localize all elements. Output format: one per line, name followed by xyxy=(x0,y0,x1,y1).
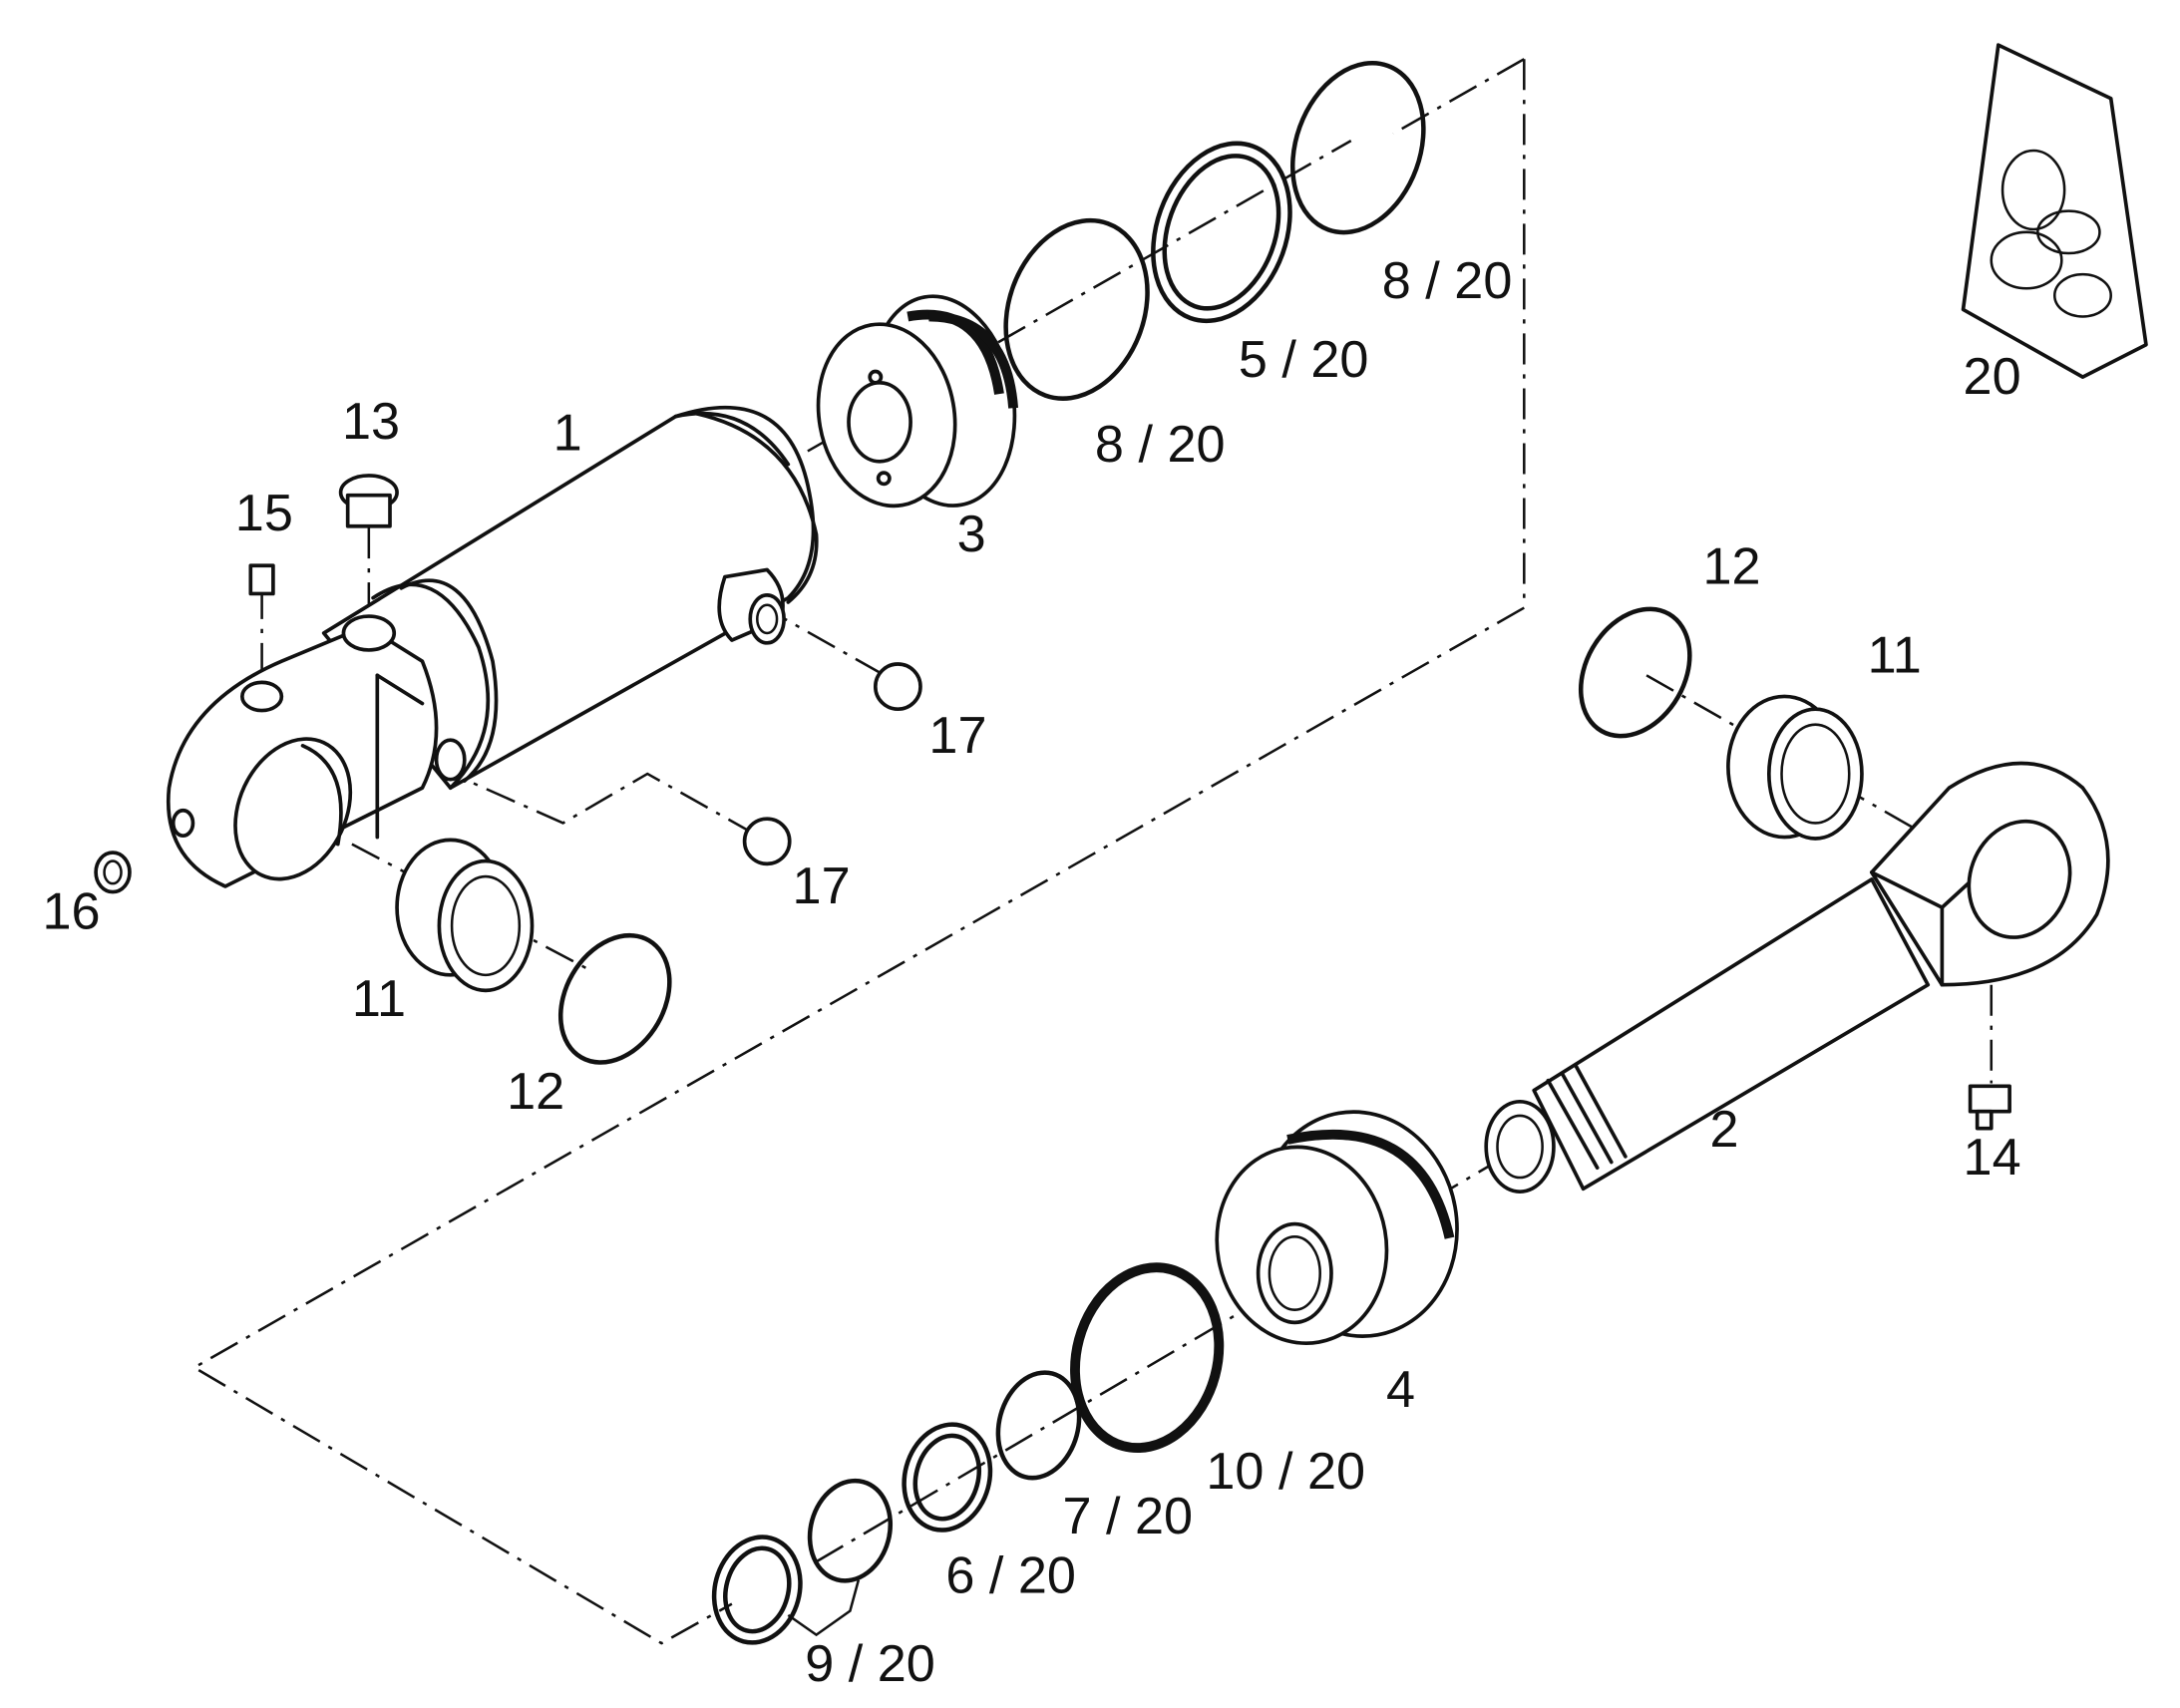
callout-17-upper: 17 xyxy=(928,707,986,765)
callout-12-left: 12 xyxy=(507,1063,564,1121)
bearing-part-11-right xyxy=(1726,694,1864,841)
circlip-part-12 xyxy=(557,606,1692,1065)
callout-11-right: 11 xyxy=(1868,626,1922,684)
piston-rod-part-2 xyxy=(1484,761,2110,1194)
callout-20: 20 xyxy=(1964,348,2021,406)
callout-3: 3 xyxy=(957,506,986,563)
callout-9-20-bracket xyxy=(787,1579,861,1637)
plug-part-13 xyxy=(338,474,399,528)
callout-6-20: 6 / 20 xyxy=(945,1546,1076,1604)
bearing-part-11-left xyxy=(395,838,535,993)
callout-9-20: 9 / 20 xyxy=(805,1635,935,1693)
bushing-part-16 xyxy=(94,851,132,894)
callout-1: 1 xyxy=(553,405,582,463)
plug-part-17 xyxy=(742,662,922,866)
callout-14: 14 xyxy=(1964,1129,2021,1187)
callout-12-right: 12 xyxy=(1703,538,1761,596)
grease-nipple-part-15 xyxy=(248,563,275,596)
callout-5-20: 5 / 20 xyxy=(1239,331,1369,389)
callout-10-20: 10 / 20 xyxy=(1206,1443,1365,1501)
callout-2: 2 xyxy=(1710,1101,1739,1159)
piston-part-3 xyxy=(816,294,1019,509)
callout-8-20-lower: 8 / 20 xyxy=(1095,416,1226,474)
callout-13: 13 xyxy=(342,393,400,451)
callout-17-lower: 17 xyxy=(793,857,851,915)
callout-8-20-upper: 8 / 20 xyxy=(1382,252,1513,310)
callout-11-left: 11 xyxy=(352,970,406,1028)
cylinder-barrel-part-1 xyxy=(166,405,819,888)
seal-rings-upper xyxy=(1003,60,1426,401)
callout-15: 15 xyxy=(235,485,293,542)
grease-nipple-part-14 xyxy=(1968,1084,2011,1131)
seal-kit-part-20 xyxy=(1961,43,2148,379)
callout-labels: 1 2 3 4 5 / 20 6 / 20 7 / 20 8 / 20 8 / … xyxy=(42,252,2020,1693)
callout-7-20: 7 / 20 xyxy=(1062,1488,1193,1545)
callout-4: 4 xyxy=(1386,1361,1415,1419)
seal-rings-lower xyxy=(711,1262,1225,1645)
cylinder-head-part-4 xyxy=(1215,1110,1459,1345)
callout-16: 16 xyxy=(42,882,100,940)
